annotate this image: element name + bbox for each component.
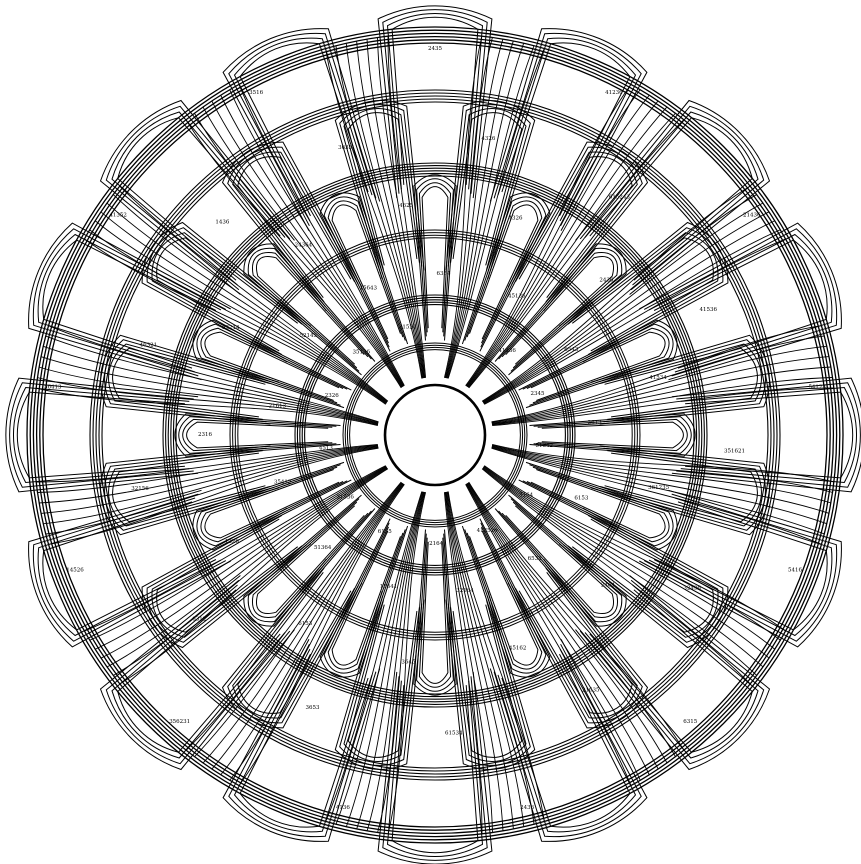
vertex-label: 2435: [428, 46, 442, 52]
vertex-label: 6135: [378, 529, 392, 535]
vertex-label: 2436: [599, 278, 613, 284]
vertex-label: 35136: [353, 349, 371, 355]
vertex-label: 4513: [319, 445, 333, 451]
vertex-label: 51342: [536, 443, 554, 449]
vertex-label: 2164: [429, 541, 443, 547]
vertex-label: 2464: [601, 583, 615, 589]
vertex-label: 51364: [314, 545, 332, 551]
vertex-label: 32436: [683, 586, 701, 592]
vertex-label: 14526: [66, 568, 84, 574]
vertex-label: 61534: [445, 730, 463, 736]
vertex-label: 2326: [325, 393, 339, 399]
vertex-label: 6312: [192, 617, 206, 623]
vertex-label: 3516: [249, 90, 263, 96]
vertex-label: 4326: [509, 216, 523, 222]
vertex-label: 5164: [519, 493, 533, 499]
vertex-label: 2345: [531, 391, 545, 397]
vertex-label: 6354: [437, 271, 451, 277]
vertex-label: 2436: [520, 805, 534, 811]
vertex-label: 41236: [605, 90, 623, 96]
vertex-label: 46321: [140, 342, 158, 348]
center-hub: [385, 385, 485, 485]
vertex-label: 413526: [477, 528, 498, 534]
vertex-label: 41534: [649, 375, 667, 381]
vertex-label: 6153: [574, 496, 588, 502]
vertex-label: 24364: [295, 242, 313, 248]
vertex-label: 41536: [700, 307, 718, 313]
vertex-label: 41352: [109, 212, 127, 218]
vertex-label: 4136: [336, 805, 350, 811]
vertex-label: 54123: [808, 385, 826, 391]
vertex-label: 56413: [44, 385, 62, 391]
vertex-label: 1326: [225, 539, 239, 545]
vertex-label: 3645: [401, 660, 415, 666]
vertex-label: 15641: [380, 584, 398, 590]
vertex-label: 21436: [743, 212, 761, 218]
vertex-label: 5416: [788, 568, 802, 574]
vertex-label: 15643: [360, 286, 378, 292]
vertex-label: 21635: [582, 687, 600, 693]
hub-circle: [385, 385, 485, 485]
vertex-label: 6543: [564, 347, 578, 353]
vertex-label: 21526: [399, 325, 417, 331]
vertex-label: 21613: [269, 403, 287, 409]
vertex-label: 4625: [399, 203, 413, 209]
vertex-label: 6153: [298, 621, 312, 627]
vertex-label: 2316: [198, 432, 212, 438]
vertex-label: 32164: [456, 588, 474, 594]
vertex-label: 32156: [131, 486, 149, 492]
vertex-label: 45162: [509, 646, 527, 652]
vertex-label: 53214: [222, 325, 240, 331]
vertex-label: 3635: [338, 145, 352, 151]
vertex-label: 361235: [648, 485, 669, 491]
vertex-label: 41236: [498, 348, 516, 354]
vertex-label: 4326: [481, 136, 495, 142]
vertex-label: 351621: [724, 448, 745, 454]
vertex-label: 356231: [169, 719, 190, 725]
vertex-label: 6532: [528, 556, 542, 562]
vertex-label: 31536: [336, 494, 354, 500]
vertex-label: 3653: [306, 705, 320, 711]
vertex-label: 1436: [215, 219, 229, 225]
vertex-label: 45136: [508, 294, 526, 300]
vertex-label: 2613: [588, 420, 602, 426]
vertex-label: 35412: [274, 480, 292, 486]
vertex-label: 6315: [683, 719, 697, 725]
vertex-label: 615243: [609, 194, 630, 200]
vertex-label: 52143: [300, 333, 318, 339]
